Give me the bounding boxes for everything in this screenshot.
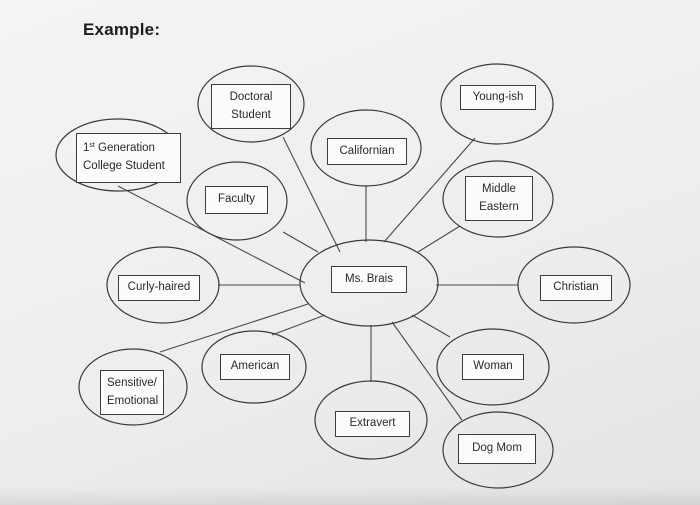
node-extravert-label: Extravert	[349, 417, 396, 430]
connector-american	[271, 314, 326, 336]
node-woman: Woman	[462, 354, 524, 380]
node-center-ms-brais: Ms. Brais	[331, 266, 407, 293]
connector-dog-mom	[391, 321, 463, 421]
ellipse-sensitive	[78, 348, 188, 426]
connector-faculty	[282, 231, 319, 253]
ellipse-californian	[310, 109, 422, 187]
node-extravert: Extravert	[335, 411, 410, 437]
node-sensitive-emotional: Sensitive/ Emotional	[100, 370, 164, 415]
node-american-label: American	[230, 360, 280, 373]
connector-middle-eastern	[417, 225, 461, 253]
node-sensitive-label: Sensitive/ Emotional	[107, 376, 159, 407]
page-heading: Example:	[83, 20, 161, 39]
node-dog-mom: Dog Mom	[458, 434, 536, 464]
node-young-ish: Young-ish	[460, 85, 536, 110]
node-christian-label: Christian	[553, 281, 599, 294]
node-faculty: Faculty	[205, 186, 268, 214]
connector-sensitive	[159, 303, 309, 353]
node-dog-mom-label: Dog Mom	[472, 442, 522, 455]
ellipse-american	[201, 330, 307, 404]
node-curly-haired-label: Curly-haired	[127, 281, 191, 294]
node-woman-label: Woman	[473, 360, 513, 373]
connector-young-ish	[383, 137, 476, 243]
connector-doctoral	[282, 136, 341, 253]
connector-woman	[411, 314, 451, 338]
node-first-generation-label: 1st Generation College Student	[83, 142, 165, 172]
node-center-label: Ms. Brais	[345, 272, 393, 285]
ellipse-extravert	[314, 380, 428, 460]
ellipse-center	[299, 239, 439, 327]
node-middle-eastern: Middle Eastern	[465, 176, 533, 221]
ellipse-doctoral	[197, 65, 305, 143]
ellipse-young-ish	[440, 63, 554, 145]
node-doctoral-student: Doctoral Student	[211, 84, 291, 129]
node-ellipses	[55, 63, 631, 489]
node-faculty-label: Faculty	[217, 193, 256, 206]
node-doctoral-student-label: Doctoral Student	[229, 90, 273, 121]
node-californian-label: Californian	[339, 144, 395, 157]
ellipse-christian	[517, 246, 631, 324]
node-californian: Californian	[327, 138, 407, 165]
node-american: American	[220, 354, 290, 380]
ellipse-woman	[436, 328, 550, 406]
node-curly-haired: Curly-haired	[118, 275, 200, 301]
node-young-ish-label: Young-ish	[472, 90, 524, 103]
ellipse-middle-eastern	[442, 160, 554, 238]
node-first-generation: 1st Generation College Student	[76, 133, 181, 183]
ellipse-curly-haired	[106, 246, 220, 324]
node-middle-eastern-label: Middle Eastern	[479, 182, 519, 213]
node-christian: Christian	[540, 275, 612, 301]
ellipse-faculty	[186, 161, 288, 241]
